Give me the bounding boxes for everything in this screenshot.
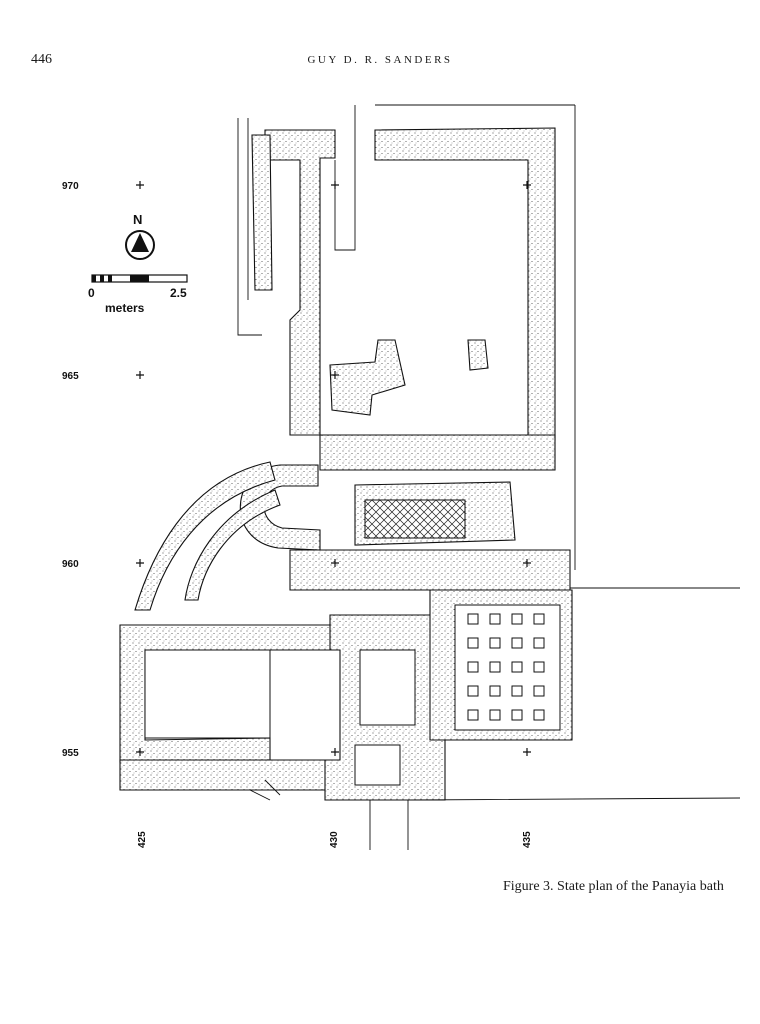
- trench-north: [334, 105, 356, 251]
- northing-label: 970: [62, 181, 79, 192]
- west-room-floor: [144, 649, 271, 739]
- running-head-author: GUY D. R. SANDERS: [307, 54, 453, 66]
- hypocaust-pilae: [467, 613, 545, 721]
- trench-east: [375, 104, 576, 570]
- west-wall-rubble: [251, 134, 273, 291]
- floor-patch-east: [467, 339, 489, 371]
- northing-label: 960: [62, 559, 79, 570]
- trench-west: [237, 118, 262, 336]
- scale-unit-label: meters: [105, 301, 145, 315]
- north-room-west-wall: [264, 129, 336, 436]
- south-room-floor: [354, 744, 401, 786]
- north-room-east-walls: [374, 127, 556, 441]
- easting-label: 425: [137, 831, 148, 848]
- northing-label: 965: [62, 371, 79, 382]
- curved-wall-inner: [184, 489, 281, 601]
- curved-wall-outer: [134, 461, 276, 611]
- easting-label: 430: [329, 831, 340, 848]
- trench-south: [369, 797, 741, 850]
- north-arrow-icon: N: [125, 212, 155, 260]
- scale-bar: 0 2.5 meters: [88, 274, 188, 315]
- figure-caption: Figure 3. State plan of the Panayia bath: [503, 879, 724, 894]
- northing-label: 955: [62, 748, 79, 759]
- north-label: N: [133, 212, 142, 227]
- scale-max-label: 2.5: [170, 286, 187, 300]
- easting-label: 435: [522, 831, 533, 848]
- trench-south-west: [249, 779, 281, 801]
- scale-zero-label: 0: [88, 286, 95, 300]
- floor-patch: [329, 339, 406, 416]
- hatched-pool: [364, 499, 466, 539]
- central-room-floor: [359, 649, 416, 726]
- grid-crosses: [136, 181, 531, 756]
- north-room-south-wall: [319, 434, 556, 471]
- west-wing-south: [119, 759, 331, 791]
- page-number: 446: [31, 52, 52, 67]
